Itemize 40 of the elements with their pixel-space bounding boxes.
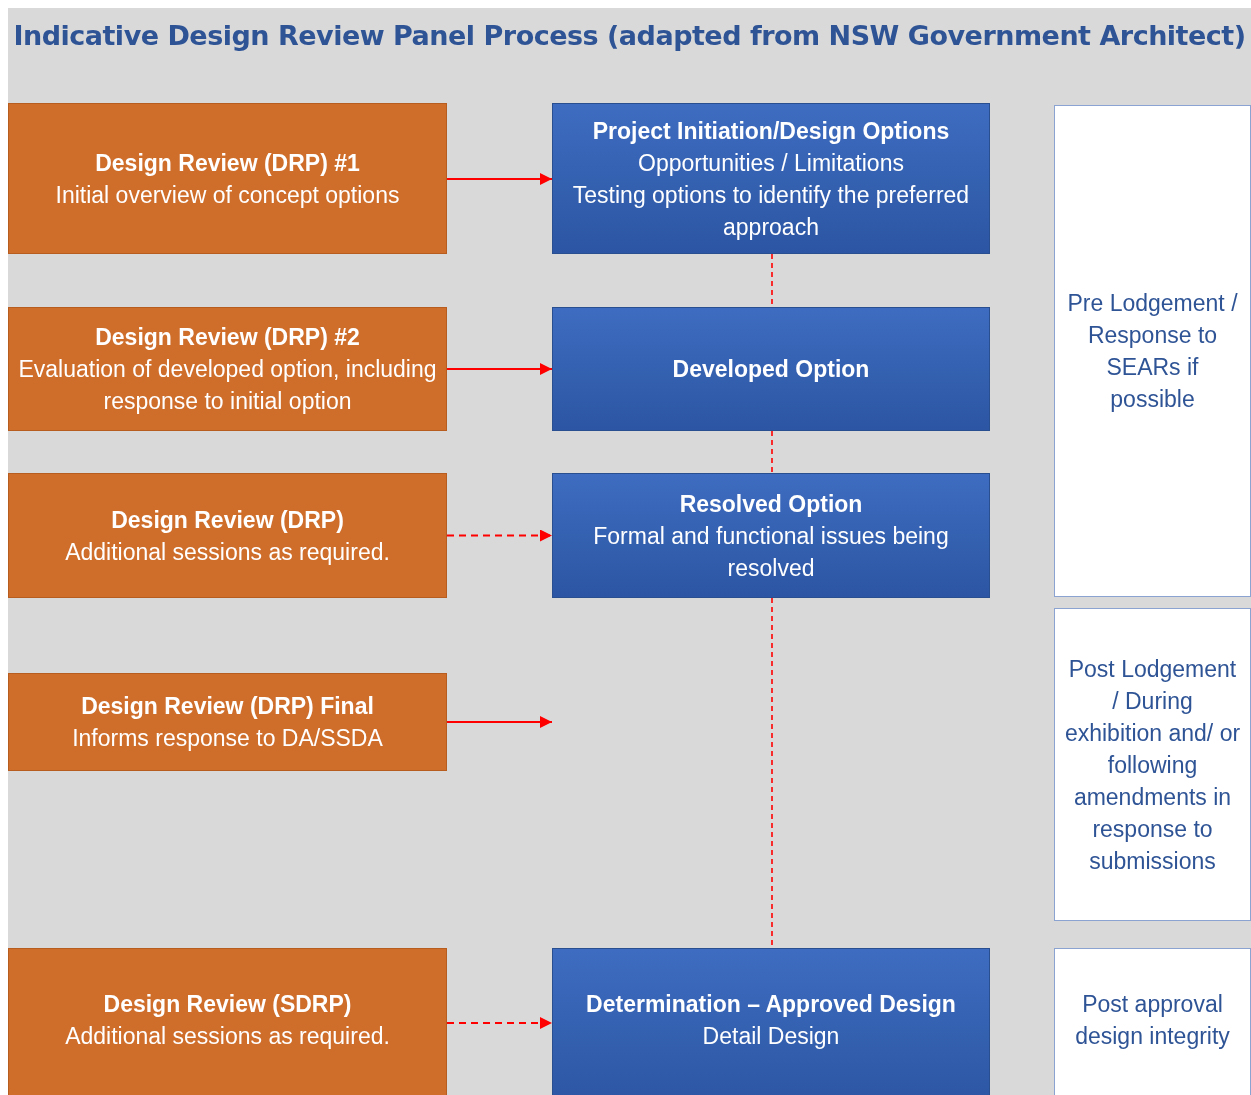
box-heading: Design Review (DRP) #2 [95, 323, 360, 352]
review-box [8, 673, 447, 771]
review-box [8, 103, 447, 254]
box-heading: Developed Option [672, 355, 870, 384]
box-text: Pre Lodgement / Response to SEARs if possible [1066, 289, 1239, 414]
box-heading: Design Review (DRP) Final [81, 692, 374, 721]
review-box [8, 473, 447, 598]
arrow [446, 1017, 553, 1029]
box-heading: Design Review (DRP) #1 [95, 148, 360, 178]
arrow [446, 716, 553, 728]
box-text: Evaluation of developed option, including response to initial option [17, 355, 438, 416]
box-text: Additional sessions as required. [65, 1022, 390, 1051]
box-heading: Design Review (SDRP) [103, 990, 352, 1019]
phase-box [1054, 948, 1251, 1095]
review-box [8, 307, 447, 431]
box-text: Post approval design integrity [1074, 990, 1231, 1051]
process-box [552, 103, 990, 254]
box-text: Opportunities / Limitations [638, 148, 904, 178]
process-box [552, 948, 990, 1095]
box-text: Formal and functional issues being resolved [592, 521, 950, 583]
box-text: Additional sessions as required. [65, 537, 390, 567]
phase-box [1054, 105, 1251, 597]
box-text: Testing options to identify the preferred approach [571, 180, 971, 242]
box-heading: Resolved Option [679, 489, 863, 519]
review-box [8, 948, 447, 1095]
box-text: Informs response to DA/SSDA [72, 724, 383, 753]
box-text: Initial overview of concept options [55, 180, 400, 210]
arrow [446, 173, 553, 185]
box-heading: Project Initiation/Design Options [592, 116, 950, 146]
box-heading: Determination – Approved Design [586, 990, 956, 1019]
diagram-title: Indicative Design Review Panel Process (adapted from NSW Government Architect) [12, 20, 1247, 51]
box-heading: Design Review (DRP) [111, 505, 344, 535]
process-box [552, 307, 990, 431]
phase-box [1054, 608, 1251, 921]
arrow [446, 529, 553, 542]
process-box [552, 473, 990, 598]
connector-line [771, 430, 773, 474]
arrow [446, 363, 553, 375]
box-text: Detail Design [702, 1022, 840, 1051]
box-text: Post Lodgement / During exhibition and/ or following amendments in response to submissions [1063, 654, 1242, 876]
